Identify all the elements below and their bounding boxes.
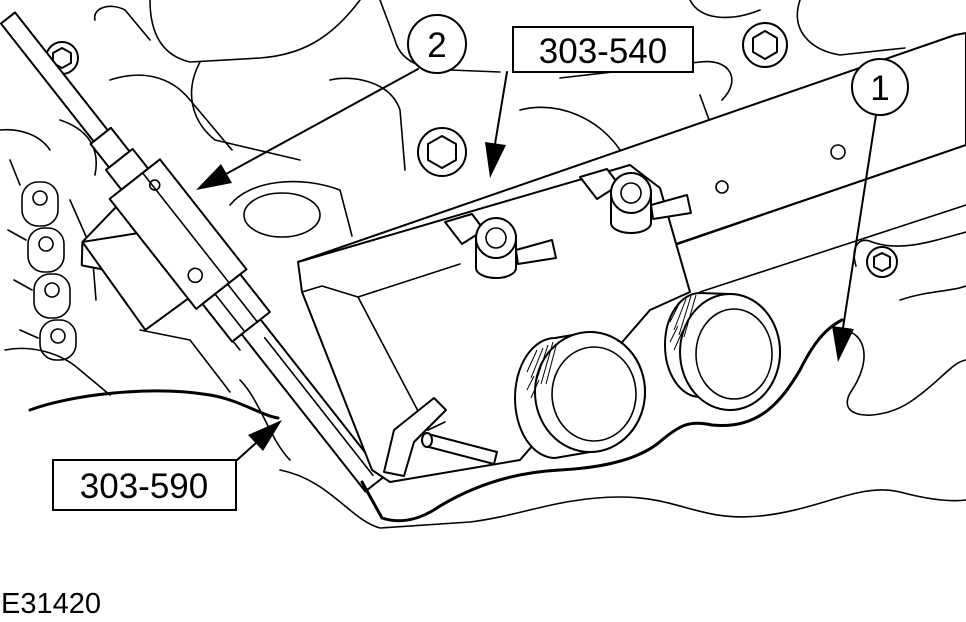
engine-background xyxy=(0,0,966,396)
callout-2: 2 xyxy=(407,14,467,74)
callout-1: 1 xyxy=(851,58,909,116)
tool-303-590 xyxy=(0,11,386,493)
callout-2-label: 2 xyxy=(427,26,446,65)
tool-303-590-label: 303-590 xyxy=(80,467,208,506)
wing-nut-right xyxy=(579,168,692,234)
knurled-cylinder-right xyxy=(664,292,781,411)
wing-nut-left xyxy=(444,213,557,279)
plate-hole xyxy=(830,144,846,160)
tool-303-540-label: 303-540 xyxy=(539,32,667,71)
bolt-hex-icon xyxy=(866,246,898,278)
arrow-callout-2 xyxy=(196,68,419,190)
tool-303-540 xyxy=(297,32,966,483)
bolt-hex-icon xyxy=(742,22,788,68)
arrow-303-540 xyxy=(485,71,508,178)
arrow-callout-1 xyxy=(832,114,877,362)
figure-id: E31420 xyxy=(1,588,101,620)
arrow-303-590 xyxy=(235,420,282,462)
leader-arrows xyxy=(196,68,877,462)
plate-hole xyxy=(715,180,729,194)
tool-label-303-540: 303-540 xyxy=(512,26,694,73)
timing-chain xyxy=(7,159,97,361)
locating-pin xyxy=(421,432,498,465)
bolt-hex-icon xyxy=(417,127,467,177)
engine-contours xyxy=(28,318,966,529)
knurled-cylinder-left xyxy=(514,331,646,459)
tool-bracket xyxy=(383,397,447,477)
callout-1-label: 1 xyxy=(870,69,889,108)
tool-label-303-590: 303-590 xyxy=(52,459,237,511)
